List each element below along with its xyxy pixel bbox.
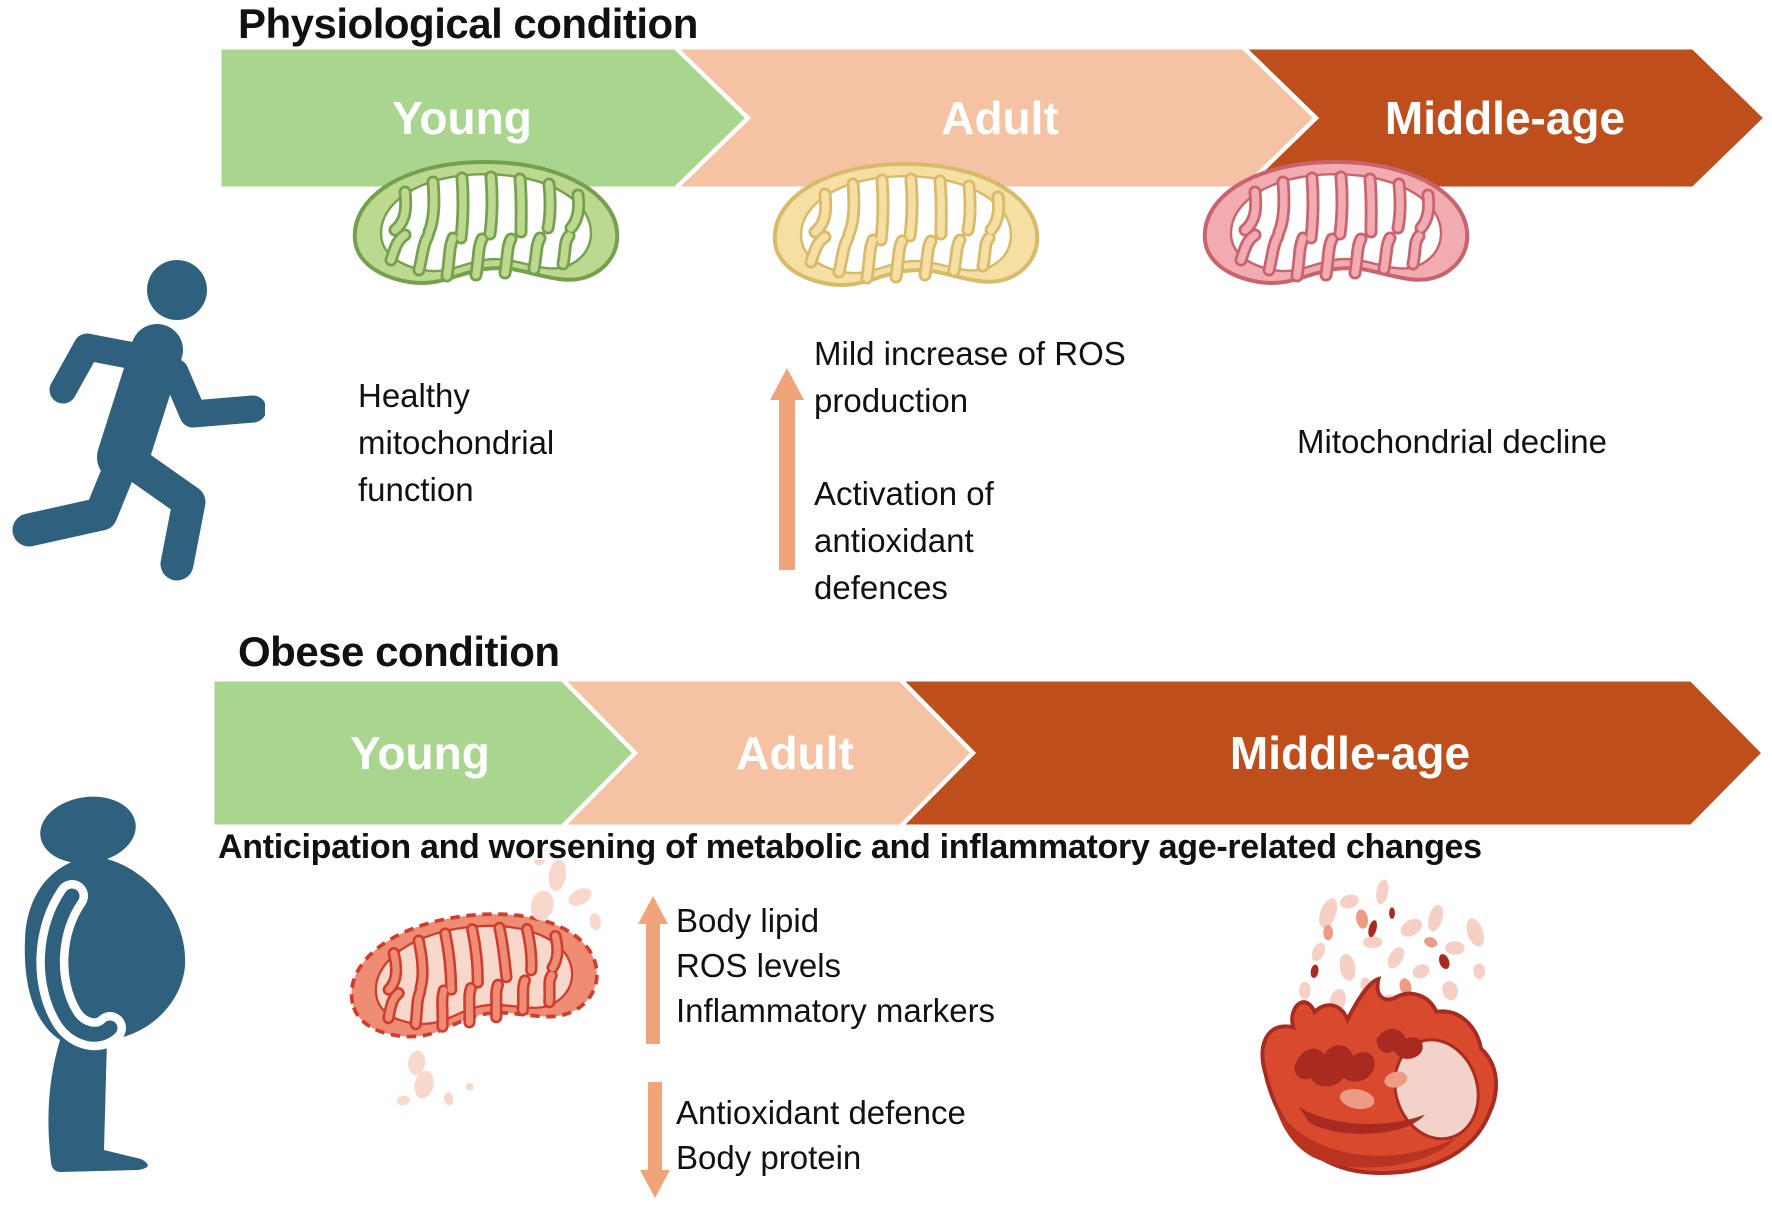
physio-stage-label-middle-age: Middle-age (1384, 92, 1626, 144)
obese-person-icon (24, 796, 186, 1172)
physio-stage-label-adult: Adult (941, 92, 1059, 144)
bursting-mitochondrion-icon (1260, 879, 1498, 1175)
damaged-mitochondrion-icon (343, 860, 603, 1106)
obese-subtitle: Anticipation and worsening of metabolic … (218, 828, 1482, 866)
physio-adult-segment (674, 48, 1318, 188)
antioxidant-activation-note: Activation of antioxidant defences (814, 475, 994, 606)
increase-arrow-icon (638, 896, 668, 1044)
runner-icon (12, 260, 265, 581)
obese-adult-segment (561, 680, 975, 826)
decrease-list: Antioxidant defence Body protein (676, 1094, 966, 1176)
obese-section-title: Obese condition (238, 628, 560, 675)
physio-middle-age-segment (1242, 48, 1768, 188)
physio-stage-label-young: Young (392, 92, 532, 144)
physiological-section-title: Physiological condition (238, 0, 698, 47)
ros-increase-note: Mild increase of ROS production (814, 335, 1126, 419)
obese-stage-label-young: Young (350, 727, 490, 779)
increase-arrow-icon (770, 368, 804, 570)
increase-list: Body lipid ROS levels Inflammatory marke… (676, 902, 996, 1029)
healthy-mitochondrion-icon (354, 162, 618, 284)
aging-mitochondrion-icon (774, 164, 1038, 286)
obese-stage-label-adult: Adult (736, 727, 854, 779)
physiological-age-banner (218, 48, 1768, 188)
obese-middle-age-segment (899, 680, 1766, 826)
obese-stage-label-middle-age: Middle-age (1229, 727, 1471, 779)
healthy-function-note: Healthy mitochondrial function (358, 377, 555, 508)
decrease-arrow-icon (640, 1082, 670, 1198)
declining-mitochondrion-icon (1204, 162, 1468, 284)
mitochondrial-decline-note: Mitochondrial decline (1297, 423, 1608, 460)
obese-age-banner (211, 680, 1766, 826)
